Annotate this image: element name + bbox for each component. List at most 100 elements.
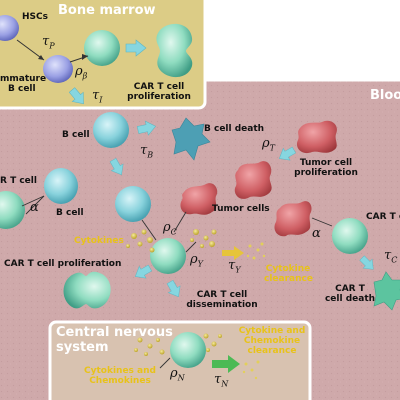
tau-y-symbol: τY: [228, 258, 241, 275]
arrow-immature-cart-head: [82, 54, 88, 60]
rho-n-symbol: ρN: [170, 366, 185, 383]
immature-b-cell: [43, 55, 73, 83]
alpha-left-line-1: [21, 195, 45, 207]
cytokine-dot: [244, 362, 248, 366]
alpha-left-symbol: α: [30, 200, 39, 215]
cns-title-1: Central nervous: [56, 325, 173, 340]
tumor-prolif-label-1: Tumor cell: [299, 158, 353, 168]
car-t-death-label-1: CAR T: [335, 284, 365, 294]
rho-n-arrow: [159, 357, 171, 369]
dissemination-label-1: CAR T cell: [196, 290, 248, 300]
car-t-death-label-2: cell death: [324, 294, 376, 304]
hsc-cell: [0, 15, 19, 41]
cytokine-dot: [126, 244, 130, 248]
car-t-dividing-marrow: [156, 23, 193, 78]
cytokine-dot: [246, 254, 250, 258]
b-cell-death-shape: [171, 117, 211, 161]
bone-marrow-title: Bone marrow: [58, 3, 156, 18]
cytokine-dot: [200, 244, 204, 248]
dissemination-label-2: dissemination: [186, 300, 258, 310]
tau-b-symbol: τB: [140, 143, 154, 160]
arrow-cns-clearance: [212, 355, 240, 373]
cytokine-dot: [262, 254, 266, 258]
tau-n-symbol: τN: [214, 372, 229, 389]
car-t-cell-center: [150, 238, 186, 274]
hsc-label: HSCs: [22, 12, 48, 22]
tau-p-symbol: τP: [42, 34, 55, 51]
tau-c-symbol: τC: [384, 248, 398, 265]
tumor-cells-label: Tumor cells: [212, 204, 270, 214]
cns-clearance-label-3: clearance: [247, 346, 297, 356]
tumor-cell-right: [274, 201, 312, 237]
car-t-cell-left-label: R T cell: [0, 176, 37, 186]
cytokine-dot: [242, 370, 246, 374]
cytokine-dot: [211, 229, 217, 235]
cytokine-dot: [209, 241, 215, 247]
rho-beta-symbol: ρβ: [75, 64, 88, 81]
cns-clearance-label-2: Chemokine: [243, 336, 301, 346]
cytokine-dot: [156, 338, 160, 342]
cytokine-dot: [149, 247, 155, 253]
arrow-hsc-immature: [16, 39, 45, 61]
cytokine-dot: [203, 235, 209, 241]
rho-c-symbol: ρC: [163, 220, 177, 237]
b-cell-mid: [115, 186, 151, 222]
tumor-cell-prolif: [296, 120, 337, 154]
tumor-prolif-label-2: proliferation: [294, 168, 358, 178]
cytokine-clearance-label-1: Cytokine: [265, 264, 311, 274]
b-cell-label: B cell: [62, 130, 90, 140]
alpha-right-symbol: α: [312, 226, 321, 241]
cytokine-dot: [193, 229, 199, 235]
arrow-b-to-cart: [141, 219, 157, 241]
tumor-cell-lower: [180, 183, 218, 215]
alpha-left-line-2: [25, 195, 45, 215]
car-t-cell-left: [0, 191, 25, 229]
cytokine-dot: [137, 241, 143, 247]
immature-b-cell-label-2: B cell: [8, 84, 36, 94]
cytokine-dot: [147, 343, 153, 349]
arrow-tumor-to-cart: [173, 211, 187, 233]
car-t-prolif-marrow-label-2: proliferation: [127, 92, 191, 102]
cytokine-dot: [206, 348, 210, 352]
car-t-cell-death-shape: [373, 271, 400, 311]
cytokines-label: Cytokines: [74, 236, 124, 246]
cns-cytokines-label-1: Cytokines and: [84, 366, 156, 376]
cytokine-dot: [211, 341, 217, 347]
cytokine-dot: [218, 334, 222, 338]
blood-title: Bloo: [370, 88, 400, 103]
cytokine-dot: [250, 368, 254, 372]
arrow-tau-y: [222, 246, 244, 260]
car-t-cell-cns: [170, 332, 206, 368]
rho-y-arrow: [185, 241, 197, 253]
rho-t-symbol: ρT: [262, 136, 275, 153]
b-cell-death-label: B cell death: [204, 124, 265, 134]
b-cell-left-label: B cell: [56, 208, 84, 218]
rho-y-symbol: ρY: [190, 252, 203, 269]
cytokine-clearance-label-2: clearance: [264, 274, 313, 284]
cytokine-dot: [147, 237, 153, 243]
cns-clearance-label-1: Cytokine and: [238, 326, 306, 336]
cytokine-dot: [252, 256, 256, 260]
cytokine-dot: [260, 242, 264, 246]
cytokine-dot: [203, 333, 209, 339]
cytokine-dot: [190, 238, 194, 242]
b-cell-left: [44, 168, 78, 204]
cytokine-dots: [126, 229, 266, 380]
car-t-right-label: CAR T c: [366, 212, 400, 222]
cytokine-dot: [137, 337, 143, 343]
cns-cytokines-label-2: Chemokines: [89, 376, 151, 386]
cytokine-dot: [256, 248, 260, 252]
immature-b-cell-label-1: mmature: [0, 74, 47, 84]
car-t-proliferation-label: CAR T cell proliferation: [4, 259, 122, 269]
cytokine-dot: [131, 233, 137, 239]
b-cell-blood: [93, 112, 129, 148]
cytokine-dot: [134, 348, 138, 352]
cytokine-dot: [159, 349, 165, 355]
cytokine-dot: [254, 376, 258, 380]
car-t-cell-right: [332, 218, 368, 254]
car-t-prolif-marrow-label-1: CAR T cell: [133, 82, 185, 92]
tau-i-symbol: τI: [92, 88, 103, 105]
cytokine-dot: [144, 352, 148, 356]
